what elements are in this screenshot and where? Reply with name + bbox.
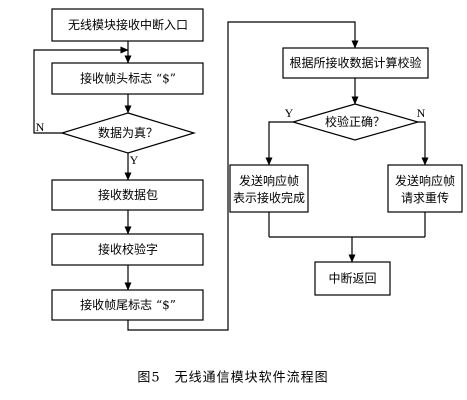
decision-check-label: 校验正确？ bbox=[325, 114, 385, 129]
edge-label-check-yes: Y bbox=[285, 106, 294, 120]
node-send-ack: 发送响应帧 表示接收完成 bbox=[229, 164, 309, 213]
send-ack-label-line2: 表示接收完成 bbox=[233, 190, 305, 205]
send-retry-label-line2: 请求重传 bbox=[401, 190, 449, 205]
node-decision-data: 数据为真？ bbox=[59, 112, 197, 154]
recv-header-box bbox=[51, 62, 204, 95]
send-ack-label-line1: 发送响应帧 bbox=[239, 173, 299, 188]
send-ack-box bbox=[229, 164, 309, 213]
compute-check-box bbox=[282, 47, 429, 79]
decision-data-label: 数据为真？ bbox=[98, 125, 158, 140]
arrow-loop-no bbox=[33, 46, 129, 134]
entry-label: 无线模块接收中断入口 bbox=[68, 17, 188, 32]
edge-label-data-yes: Y bbox=[130, 153, 139, 167]
arrow-check-yes bbox=[265, 121, 293, 166]
decision-check-diamond bbox=[290, 103, 421, 141]
node-entry: 无线模块接收中断入口 bbox=[51, 8, 204, 42]
recv-packet-box bbox=[51, 179, 204, 211]
entry-box bbox=[51, 8, 204, 42]
node-return: 中断返回 bbox=[314, 261, 391, 296]
edge-label-check-no: N bbox=[417, 106, 426, 120]
return-label: 中断返回 bbox=[328, 271, 376, 286]
node-send-retry: 发送响应帧 请求重传 bbox=[387, 164, 463, 213]
figure-caption: 图5 无线通信模块软件流程图 bbox=[137, 371, 328, 386]
compute-check-label: 根据所接收数据计算校验 bbox=[289, 55, 421, 70]
node-recv-packet: 接收数据包 bbox=[51, 179, 204, 211]
recv-tail-label: 接收帧尾标志 “$” bbox=[80, 297, 176, 312]
node-compute-check: 根据所接收数据计算校验 bbox=[282, 47, 429, 79]
arrow-tail-to-compute bbox=[127, 21, 359, 331]
send-retry-box bbox=[387, 164, 463, 213]
node-decision-check: 校验正确？ bbox=[290, 103, 421, 141]
node-recv-tail: 接收帧尾标志 “$” bbox=[51, 289, 204, 321]
recv-packet-label: 接收数据包 bbox=[98, 187, 158, 202]
return-box bbox=[314, 261, 391, 296]
node-recv-checksum: 接收校验字 bbox=[51, 233, 204, 266]
send-retry-label-line1: 发送响应帧 bbox=[395, 173, 455, 188]
recv-header-label: 接收帧头标志 “$” bbox=[80, 71, 176, 86]
arrow-check-no bbox=[418, 121, 429, 166]
node-recv-header: 接收帧头标志 “$” bbox=[51, 62, 204, 95]
edge-label-data-no: N bbox=[36, 120, 45, 134]
recv-checksum-label: 接收校验字 bbox=[98, 242, 158, 257]
